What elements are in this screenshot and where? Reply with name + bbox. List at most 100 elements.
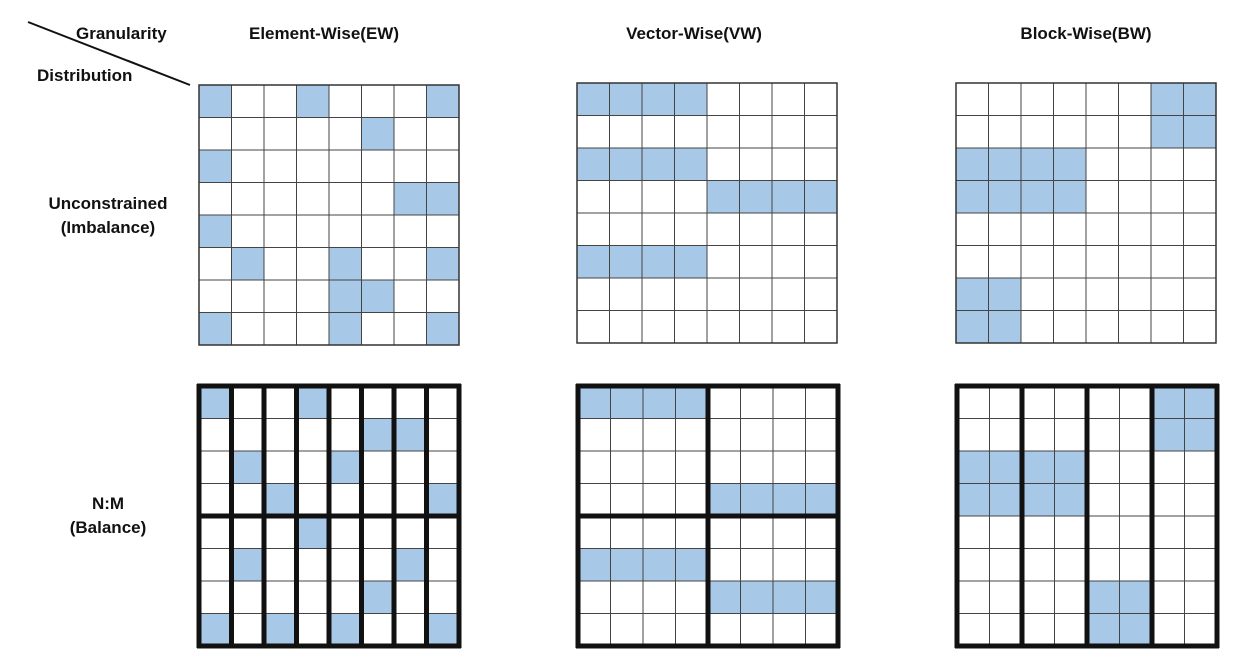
grid-cell-nonzero [296, 385, 330, 419]
grid-cell-zero [328, 418, 362, 452]
grid-cell-zero [328, 548, 362, 582]
grid-cell-zero [1053, 115, 1087, 149]
grid-cell-nonzero [707, 580, 741, 614]
grid-cell-nonzero [988, 277, 1022, 311]
grid-cell-nonzero [1151, 418, 1185, 452]
grid-cell-zero [771, 82, 805, 116]
grid-cell-zero [426, 117, 460, 151]
grid-cell-zero [328, 117, 362, 151]
grid-cell-nonzero [805, 483, 839, 517]
grid-cell-nonzero [296, 84, 330, 118]
grid-cell-zero [610, 580, 644, 614]
grid-cell-zero [328, 182, 362, 216]
grid-cell-nonzero [988, 310, 1022, 344]
grid-cell-zero [1054, 385, 1088, 419]
grid-cell-zero [642, 483, 676, 517]
grid-cell-zero [739, 277, 773, 311]
grid-cell-zero [296, 182, 330, 216]
grid-cell-zero [674, 180, 708, 214]
grid-cell-zero [1054, 580, 1088, 614]
row-label-nm: N:M (Balance) [70, 492, 147, 540]
grid-cell-zero [989, 580, 1023, 614]
grid-cell-zero [771, 115, 805, 149]
grid-cell-zero [426, 418, 460, 452]
grid-cell-zero [231, 312, 265, 346]
grid-cell-zero [426, 580, 460, 614]
grid-cell-zero [361, 450, 395, 484]
grid-cell-nonzero [198, 312, 232, 346]
grid-cell-zero [328, 515, 362, 549]
grid-cell-zero [1020, 277, 1054, 311]
grid-cell-nonzero [576, 245, 610, 279]
grid-cell-zero [393, 279, 427, 313]
grid-cell-nonzero [955, 277, 989, 311]
row-label-unconstrained-line2: (Imbalance) [60, 218, 156, 237]
grid-cell-zero [955, 115, 989, 149]
grid-cell-zero [361, 149, 395, 183]
grid-cell-nonzero [1150, 115, 1184, 149]
grid-cell-nonzero [231, 548, 265, 582]
grid-cell-zero [231, 385, 265, 419]
grid-cell-zero [988, 115, 1022, 149]
grid-cell-zero [296, 450, 330, 484]
grid-cell-zero [675, 418, 709, 452]
grid-cell-zero [771, 310, 805, 344]
grid-cell-nonzero [706, 180, 740, 214]
grid-cell-zero [393, 483, 427, 517]
grid-cell-zero [1119, 548, 1153, 582]
grid-cell-nonzero [805, 580, 839, 614]
grid-cell-zero [1118, 147, 1152, 181]
grid-cell-zero [674, 277, 708, 311]
grid-cell-zero [577, 450, 611, 484]
grid-cell-nonzero [296, 515, 330, 549]
grid-cell-zero [706, 147, 740, 181]
grid-cell-zero [989, 418, 1023, 452]
grid-cell-zero [740, 385, 774, 419]
grid-cell-zero [642, 613, 676, 647]
grid-cell-nonzero [263, 483, 297, 517]
grid-cell-zero [609, 310, 643, 344]
grid-cell-zero [1150, 212, 1184, 246]
grid-cell-zero [1183, 245, 1217, 279]
grid-cell-zero [706, 310, 740, 344]
grid-cell-zero [641, 180, 675, 214]
grid-cell-zero [1021, 515, 1055, 549]
grid-cell-zero [1119, 450, 1153, 484]
grid-cell-zero [956, 613, 990, 647]
grid-cell-nonzero [198, 149, 232, 183]
grid-cell-zero [1118, 180, 1152, 214]
grid-cell-zero [610, 515, 644, 549]
grid-cell-zero [955, 245, 989, 279]
grid-cell-zero [198, 182, 232, 216]
grid-cell-zero [1184, 450, 1218, 484]
grid-cell-zero [772, 450, 806, 484]
row-label-unconstrained-line1: Unconstrained [48, 194, 168, 213]
grid-cell-zero [1053, 277, 1087, 311]
grid-cell-zero [1053, 82, 1087, 116]
grid-cell-zero [740, 418, 774, 452]
grid-cell-nonzero [426, 84, 460, 118]
grid-cell-nonzero [804, 180, 838, 214]
grid-cell-zero [1020, 212, 1054, 246]
grid-cell-zero [1119, 418, 1153, 452]
grid-cell-zero [805, 418, 839, 452]
grid-cell-zero [263, 214, 297, 248]
grid-cell-zero [772, 515, 806, 549]
grid-cell-nonzero [263, 613, 297, 647]
row-label-unconstrained: Unconstrained (Imbalance) [48, 192, 167, 240]
grid-cell-zero [361, 483, 395, 517]
grid-cell-nonzero [1119, 613, 1153, 647]
grid-cell-nonzero [610, 385, 644, 419]
grid-cell-nonzero [1150, 82, 1184, 116]
grid-cell-zero [706, 115, 740, 149]
grid-cell-nonzero [609, 245, 643, 279]
grid-cell-zero [1053, 212, 1087, 246]
grid-cell-zero [1053, 245, 1087, 279]
grid-cell-zero [328, 385, 362, 419]
grid-cell-zero [198, 117, 232, 151]
grid-cell-zero [393, 117, 427, 151]
grid-cell-zero [610, 483, 644, 517]
grid-cell-zero [772, 385, 806, 419]
grid-cell-zero [393, 385, 427, 419]
grid-cell-zero [955, 212, 989, 246]
